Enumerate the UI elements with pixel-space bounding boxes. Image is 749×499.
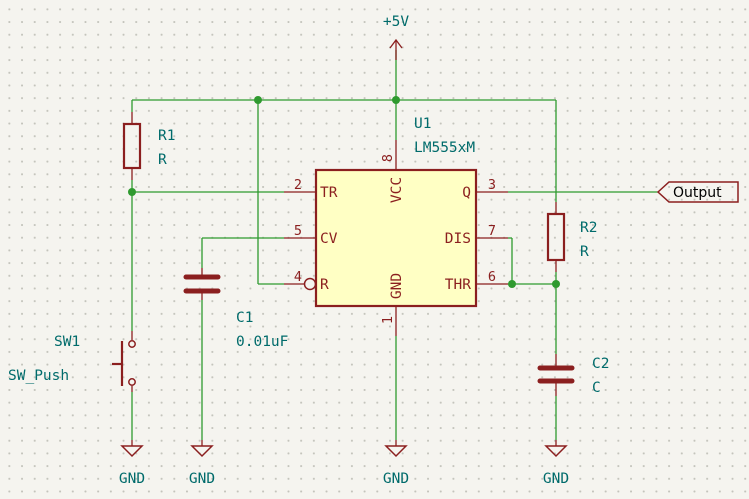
u1-pin-name: THR [445,277,471,293]
gnd-label: GND [383,471,409,487]
resistor-r2[interactable]: R2 R [546,202,597,272]
u1-pin-name: CV [320,231,338,247]
r1-ref-label: R1 [158,128,175,144]
gnd-label: GND [189,471,215,487]
capacitor-c1[interactable]: C1 0.01uF [183,268,288,350]
u1-ref-label: U1 [414,116,431,132]
junction-dot [128,188,136,196]
u1-pin-name: TR [320,185,338,201]
r1-value-label: R [158,152,167,168]
u1-value-label: LM555xM [414,140,475,156]
u1-pin-name: GND [389,273,405,299]
u1-pin-name: VCC [389,177,405,203]
capacitor-c2[interactable]: C2 C [537,354,609,396]
output-global-label[interactable]: Output [656,181,739,203]
sw1-ref-label: SW1 [54,334,80,350]
gnd-symbol-c1[interactable]: GND [189,440,215,487]
gnd-label: GND [543,471,569,487]
junction-dot [254,96,262,104]
sw1-value-label: SW_Push [8,368,69,384]
c2-ref-label: C2 [592,356,609,372]
gnd-symbol-u1[interactable]: GND [383,440,409,487]
u1-pin-name: R [320,277,329,293]
resistor-r2-body [546,212,566,262]
gnd-symbol-c2[interactable]: GND [543,440,569,487]
ground-icon [190,445,214,458]
u1-pin-number: 6 [488,269,496,285]
power-vcc-symbol[interactable]: +5V [383,14,409,60]
gnd-label: GND [119,471,145,487]
gnd-symbol-sw1[interactable]: GND [119,440,145,487]
c1-ref-label: C1 [236,310,253,326]
wires [131,50,658,440]
resistor-r1-body [122,122,142,170]
sw1-contact-icon [128,340,136,348]
junction-dot [552,280,560,288]
switch-sw1[interactable]: SW1 SW_Push [8,331,136,392]
u1-reset-inversion-icon [303,277,317,291]
junction-dot [392,96,400,104]
resistor-r1[interactable]: R1 R [122,112,175,180]
ground-icon [544,445,568,458]
u1-body [314,168,478,308]
r2-ref-label: R2 [580,220,597,236]
output-label-flag-icon [656,181,739,203]
u1-pin-number: 4 [294,269,302,285]
u1-pin-number: 8 [380,154,396,162]
ground-icon [384,445,408,458]
u1-pin-number: 5 [294,223,302,239]
junction-dot [508,280,516,288]
u1-pin-number: 7 [488,223,496,239]
c2-value-label: C [592,380,601,396]
power-vcc-label: +5V [383,14,409,30]
u1-pin-name: Q [462,185,471,201]
u1-pin-number: 2 [294,177,302,193]
u1-pin-name: DIS [445,231,471,247]
u1-pin-number: 3 [488,177,496,193]
c1-value-label: 0.01uF [236,334,288,350]
u1-pin-number: 1 [380,316,396,324]
r2-value-label: R [580,244,589,260]
output-label-text: Output [673,185,722,201]
ground-icon [120,445,144,458]
ic-u1[interactable]: 2 5 4 3 7 6 8 1 TR CV R Q DIS THR VCC GN… [284,116,508,336]
power-arrow-icon [389,38,403,49]
sw1-contact-icon [128,378,136,386]
junctions [128,96,560,288]
